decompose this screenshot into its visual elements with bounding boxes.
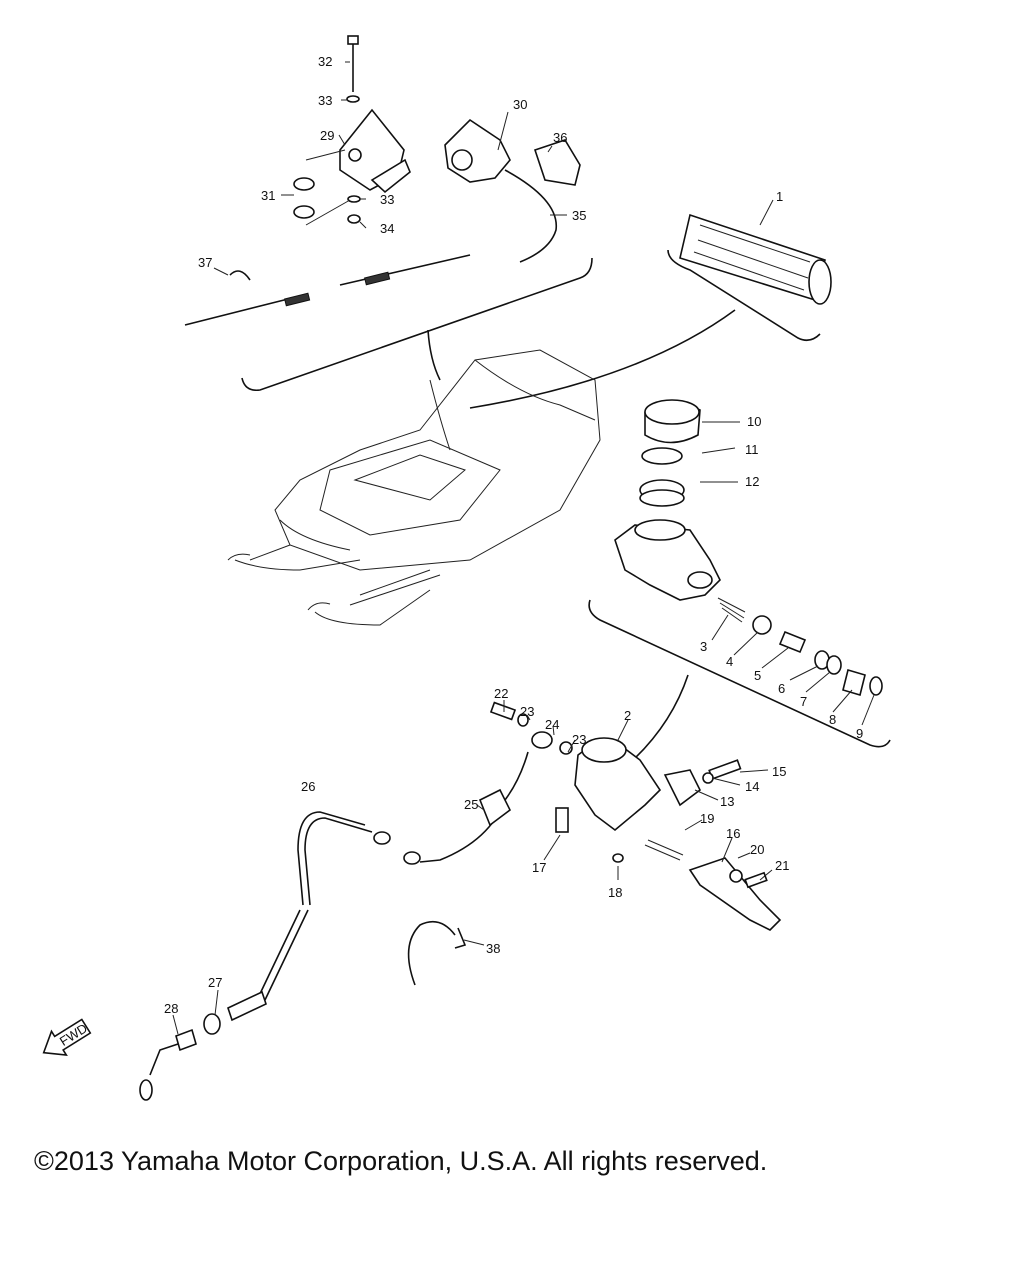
callout-14: 14 [745,779,759,794]
callout-20: 20 [750,842,764,857]
callout-32: 32 [318,54,332,69]
handle-grip [679,213,832,305]
master-cylinder-internals [717,597,883,697]
callout-33b: 33 [380,192,394,207]
callout-22: 22 [494,686,508,701]
callout-25: 25 [464,797,478,812]
callout-24: 24 [545,717,559,732]
callout-labels: 1 2 3 4 5 6 7 8 9 10 11 12 13 14 15 16 1… [164,54,863,1016]
callout-13: 13 [720,794,734,809]
callout-23b: 23 [572,732,586,747]
callout-9: 9 [856,726,863,741]
callout-8: 8 [829,712,836,727]
brake-master-cylinder-assembly [489,701,782,931]
callout-bracket-cylinder [588,599,891,748]
callout-31: 31 [261,188,275,203]
callout-18: 18 [608,885,622,900]
copyright-notice: ©2013 Yamaha Motor Corporation, U.S.A. A… [34,1146,768,1176]
callout-arrow-grip [469,309,736,409]
leader-lines [172,61,875,1035]
callout-1: 1 [776,189,783,204]
parts-diagram: FWD [42,35,891,1101]
callout-28: 28 [164,1001,178,1016]
callout-16: 16 [726,826,740,841]
master-cylinder-body [614,519,721,601]
callout-21: 21 [775,858,789,873]
snowmobile-illustration [227,349,601,626]
callout-bracket-grip [667,249,821,342]
throttle-lever-assembly [293,35,411,226]
callout-5: 5 [754,668,761,683]
callout-11: 11 [745,442,759,457]
callout-19: 19 [700,811,714,826]
callout-29: 29 [320,128,334,143]
callout-30: 30 [513,97,527,112]
callout-35: 35 [572,208,586,223]
callout-15: 15 [772,764,786,779]
callout-38: 38 [486,941,500,956]
reservoir-cap-assembly [639,399,701,507]
callout-3: 3 [700,639,707,654]
callout-10: 10 [747,414,761,429]
callout-7: 7 [800,694,807,709]
callout-2: 2 [624,708,631,723]
brake-hose [139,751,529,1101]
callout-17: 17 [532,860,546,875]
throttle-housing [444,118,581,263]
callout-27: 27 [208,975,222,990]
callout-26: 26 [301,779,315,794]
callout-37: 37 [198,255,212,270]
callout-34: 34 [380,221,394,236]
throttle-cable [184,254,471,326]
callout-36: 36 [553,130,567,145]
callout-12: 12 [745,474,759,489]
callout-6: 6 [778,681,785,696]
fwd-direction-badge: FWD [42,1018,92,1057]
hose-clamp [407,920,467,986]
callout-4: 4 [726,654,733,669]
callout-23a: 23 [520,704,534,719]
callout-33a: 33 [318,93,332,108]
callout-bracket-cable [241,257,593,392]
callout-arrow-cable [427,329,441,381]
